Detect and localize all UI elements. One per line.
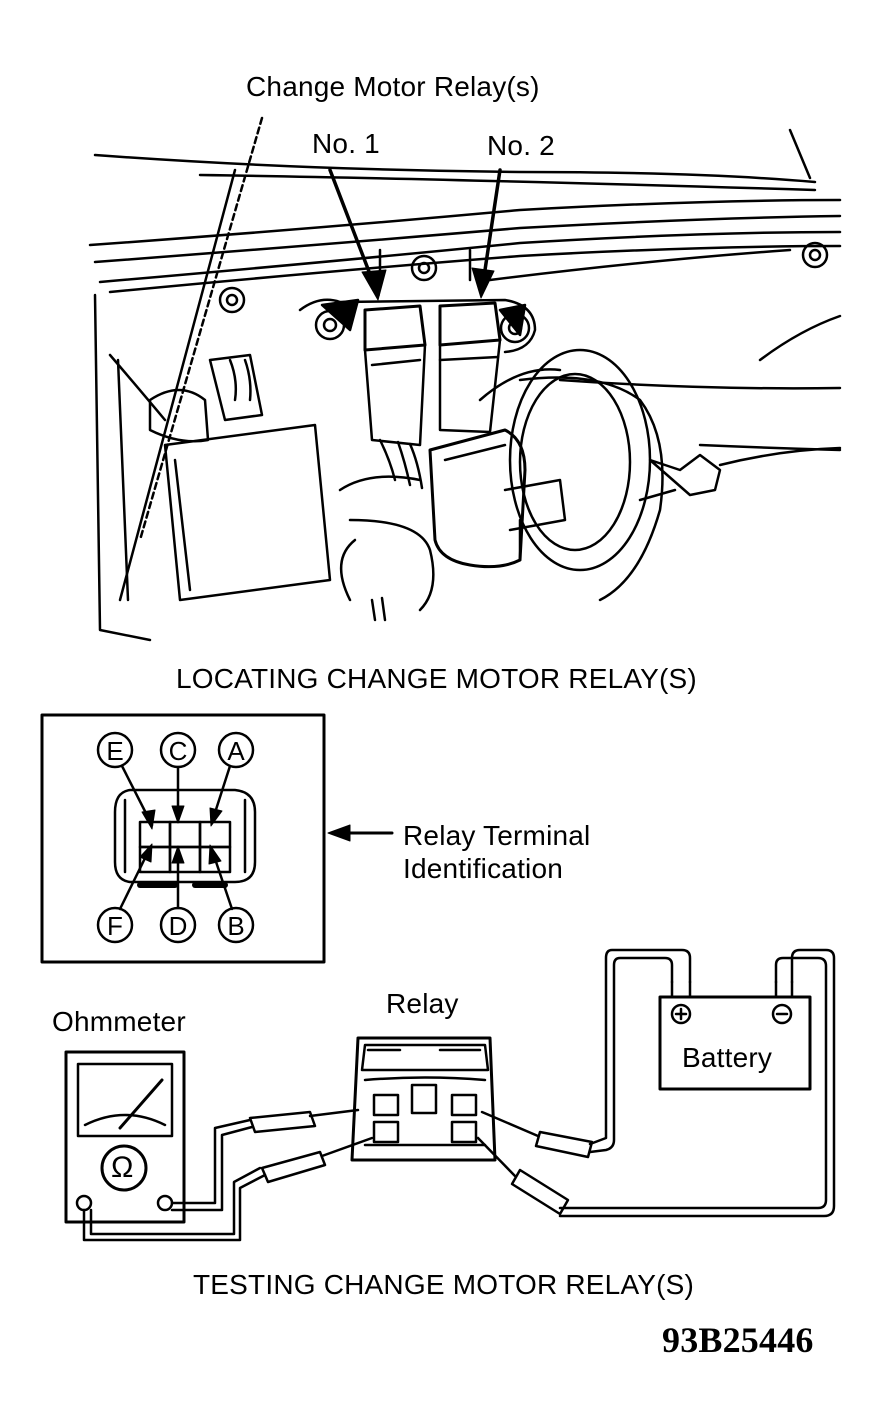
testing-caption: TESTING CHANGE MOTOR RELAY(S) [193, 1269, 695, 1300]
relay-location-title: Change Motor Relay(s) [246, 71, 540, 102]
terminal-identification-box [40, 713, 394, 964]
pin-d-label: D [168, 911, 188, 941]
pin-a-circle [217, 731, 255, 769]
ohm-symbol: Ω [111, 1151, 134, 1184]
pin-f-circle [96, 906, 134, 944]
relay-label: Relay [386, 988, 459, 1019]
pin-c-label: C [168, 736, 188, 766]
pin-f-label: F [107, 911, 123, 941]
pin-a-label: A [227, 736, 245, 766]
figure-code: 93B25446 [662, 1320, 814, 1360]
relay-no2-label: No. 2 [487, 130, 555, 161]
engine-compartment-illustration [88, 116, 842, 642]
pin-b-label: B [227, 911, 245, 941]
battery-label: Battery [682, 1042, 773, 1073]
pin-e-circle [96, 731, 134, 769]
relay-no1-label: No. 1 [312, 128, 380, 159]
test-setup-illustration [64, 948, 836, 1242]
ohmmeter-label: Ohmmeter [52, 1006, 186, 1037]
terminal-id-label-line2: Identification [403, 853, 564, 884]
locating-caption: LOCATING CHANGE MOTOR RELAY(S) [176, 663, 697, 694]
pin-b-circle [217, 906, 255, 944]
pin-e-label: E [106, 736, 124, 766]
terminal-id-label-line1: Relay Terminal [403, 820, 591, 851]
